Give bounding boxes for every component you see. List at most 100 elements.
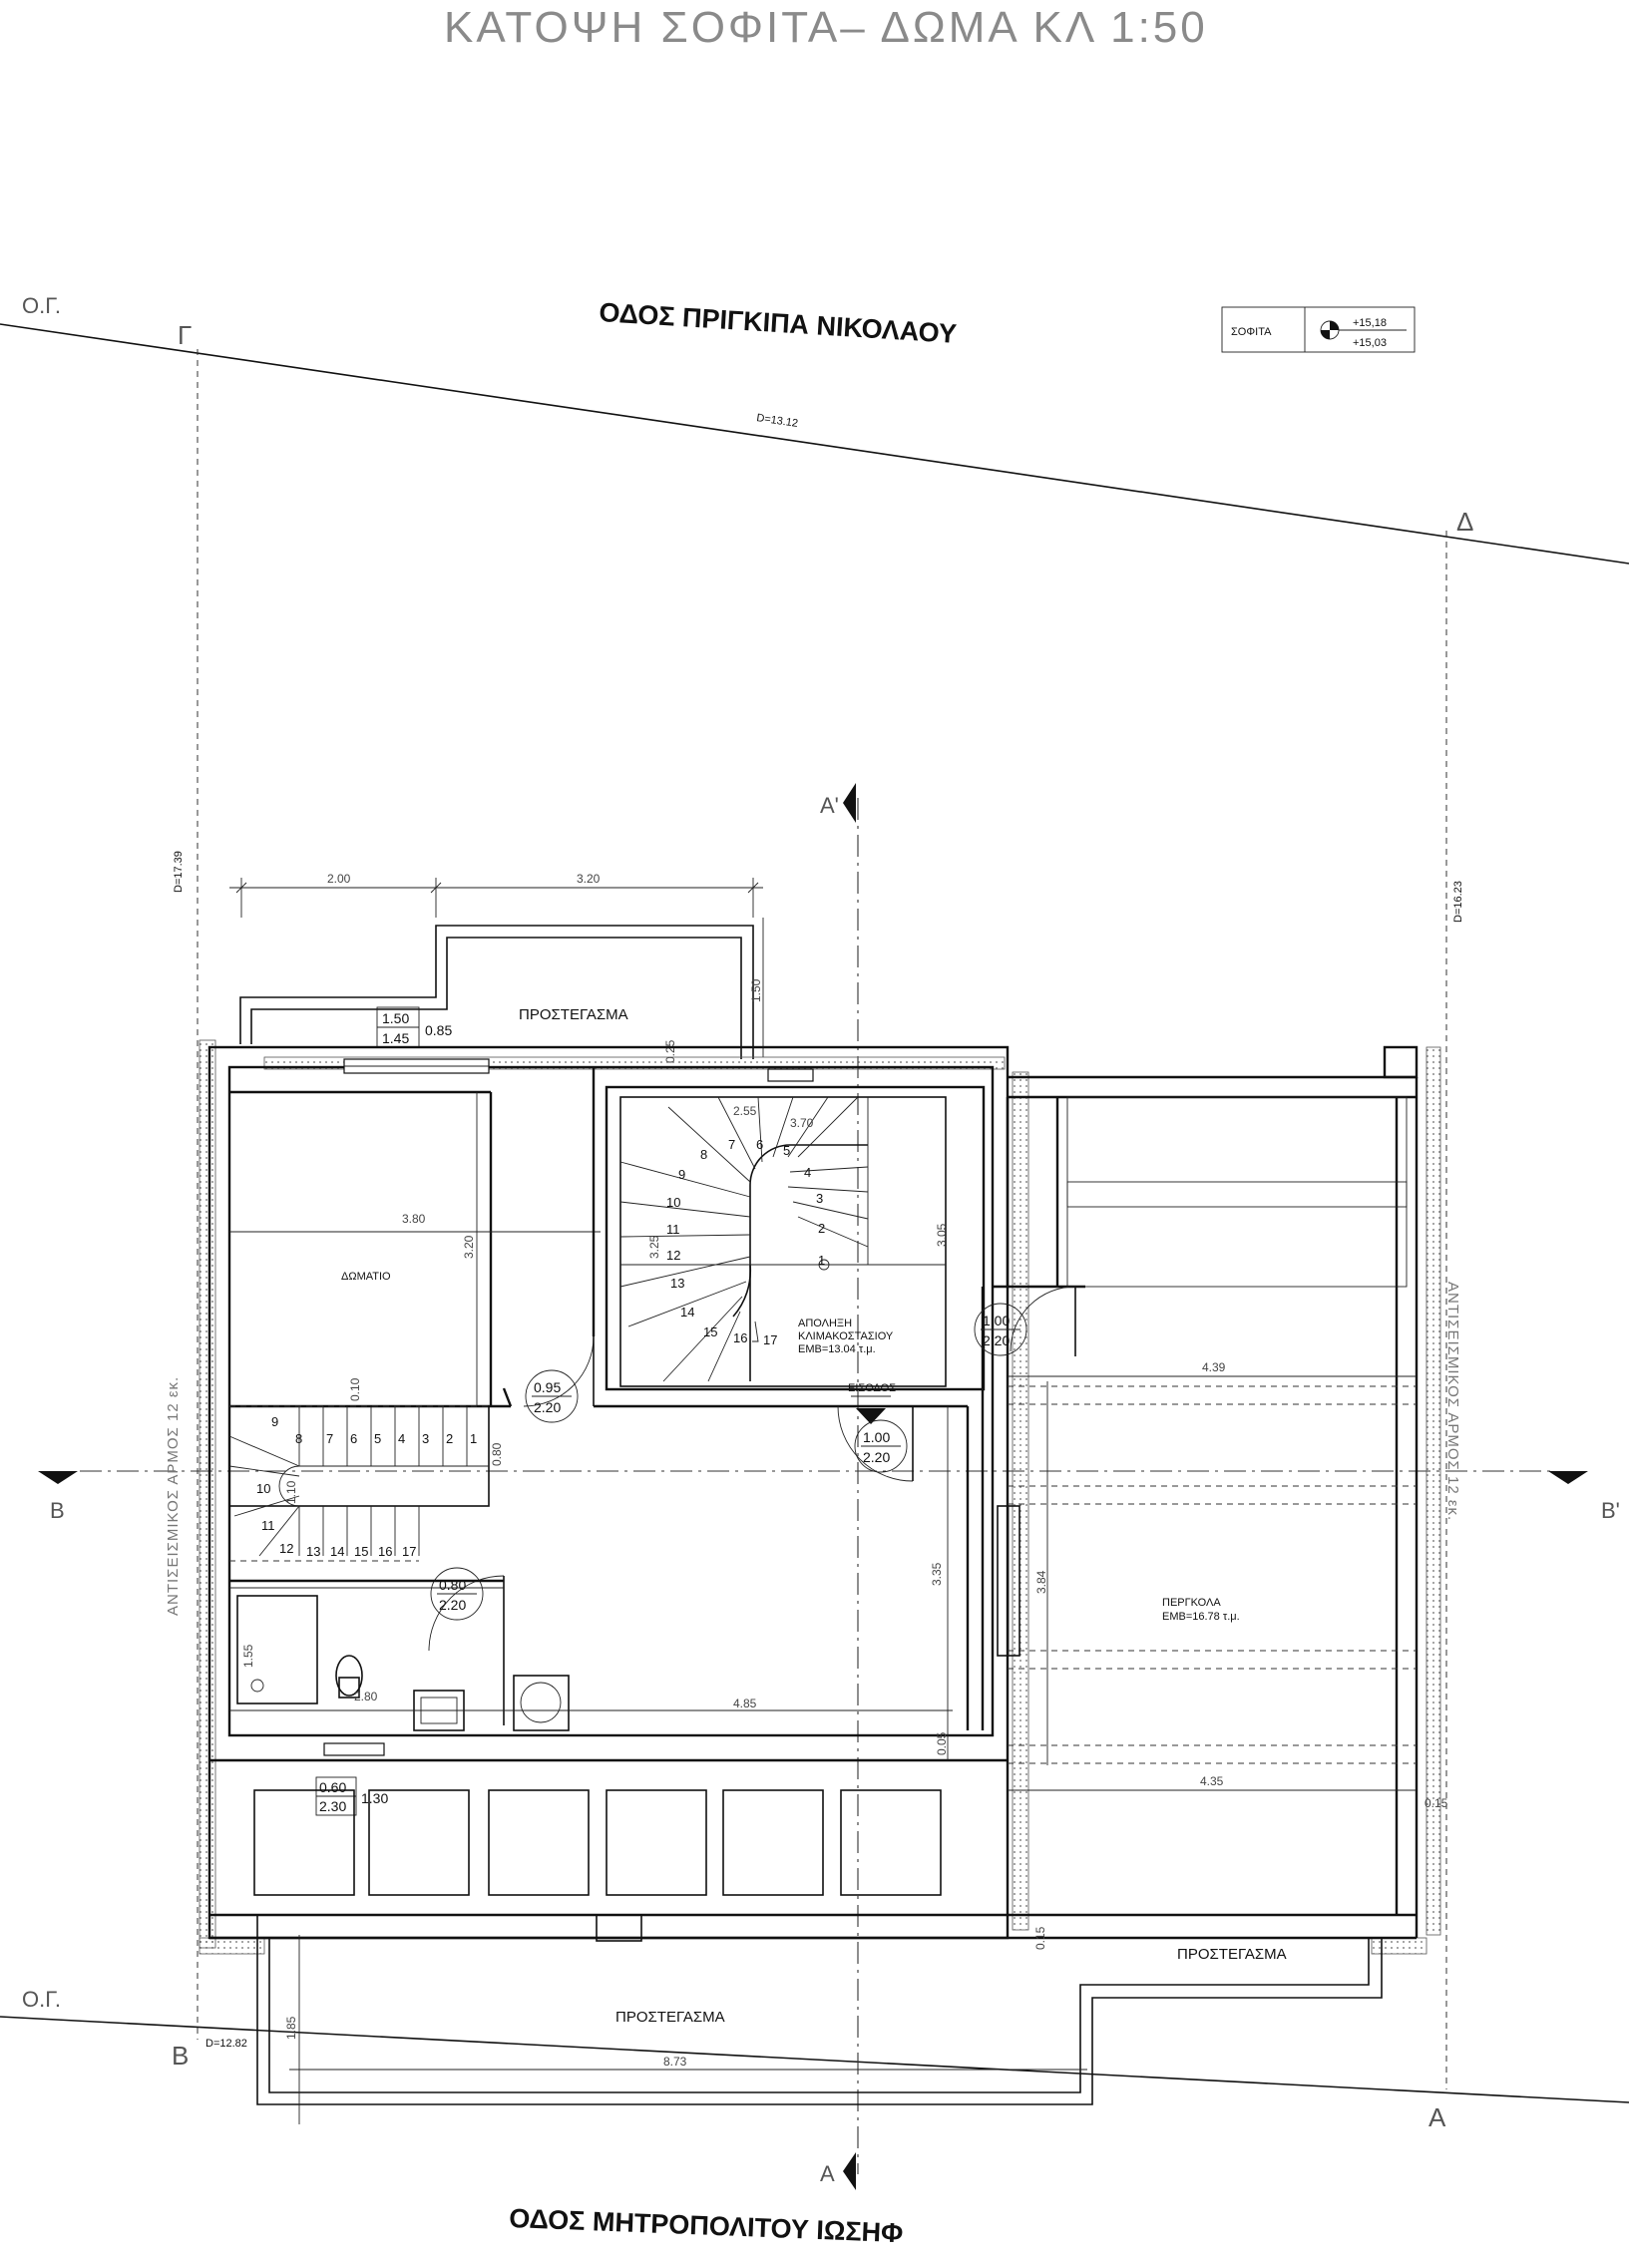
window-top-width: 1.50 [382,1010,409,1026]
small-step-3: 3 [422,1431,429,1446]
street-south: ΟΔΟΣ ΜΗΤΡΟΠΟΛΙΤΟΥ ΙΩΣΗΦ [509,2203,904,2248]
door-1-width: 0.95 [534,1379,561,1395]
window-stair [767,1068,814,1082]
stair-step-11: 11 [666,1222,680,1237]
section-label-a-bottom: Α [820,2161,835,2186]
window-bottom-height: 2.30 [319,1798,346,1814]
stair-width-2: 3.70 [790,1116,814,1130]
section-arrow-b-right [1548,1471,1588,1484]
window-tag-bottom [315,1776,357,1816]
building-line-south [0,2016,1629,2103]
section-arrow-a-bottom [843,2152,856,2190]
stair-step-12: 12 [666,1248,680,1263]
door-4-height: 2.20 [439,1597,466,1613]
door-tag-1 [525,1369,579,1423]
dim-hall-h: 3.35 [930,1562,944,1586]
stair-label-1: ΑΠΟΛΗΞΗ [798,1318,852,1329]
stair-width-1: 2.55 [733,1104,757,1118]
small-step-1: 1 [470,1431,477,1446]
section-arrow-a-top [843,783,856,823]
dim-canopy-s-w: 8.73 [663,2055,687,2069]
window-top-height: 1.45 [382,1030,409,1046]
level-box [1221,306,1416,353]
dim-room-h: 3.20 [462,1235,476,1259]
canopy-south-label: ΠΡΟΣΤΕΓΑΣΜΑ [615,2009,725,2026]
small-step-17: 17 [402,1544,416,1559]
entrance-marker [851,1395,891,1424]
stair-step-10: 10 [666,1195,680,1210]
door-3-width: 1.00 [863,1429,890,1445]
stair-step-4: 4 [804,1165,811,1180]
door-tag-4 [430,1567,484,1621]
small-step-10: 10 [256,1481,270,1496]
corner-alpha: Α [1428,2102,1446,2132]
stair-step-5: 5 [783,1143,790,1158]
stair-step-3: 3 [816,1191,823,1206]
corner-delta: Δ [1456,507,1473,537]
pergola [997,1096,1417,1791]
stair-step-9: 9 [678,1167,685,1182]
stair-step-8: 8 [700,1147,707,1162]
small-step-9: 9 [271,1414,278,1429]
dim-015-a: 0.15 [1425,1796,1448,1810]
door-swings [428,1286,1076,1725]
building-line-label-south: Ο.Γ. [22,1987,61,2012]
small-step-14: 14 [330,1544,344,1559]
stair-step-17: 17 [763,1332,777,1347]
door-3-height: 2.20 [863,1449,890,1465]
window-bottom [323,1742,385,1756]
stair-step-1: 1 [818,1253,825,1268]
stair-step-14: 14 [680,1305,694,1320]
dim-canopy-s-h: 1.85 [284,2016,298,2040]
canopy-southeast-label: ΠΡΟΣΤΕΓΑΣΜΑ [1177,1946,1287,1963]
stair-height-1: 3.25 [647,1235,661,1259]
top-dimension-line [229,878,764,1057]
canopy-top-label: ΠΡΟΣΤΕΓΑΣΜΑ [519,1006,628,1023]
dim-top-a: 2.00 [327,872,351,886]
level-lower: +15,03 [1353,337,1387,349]
dim-015-b: 0.15 [1033,1926,1047,1950]
section-label-b-left: Β [50,1498,65,1523]
corner-gamma: Γ [178,320,192,350]
window-bottom-sill: 1.30 [361,1790,388,1806]
pergola-label-1: ΠΕΡΓΚΟΛΑ [1162,1597,1221,1609]
panel-row [253,1789,942,1896]
drawing-title: ΚΑΤΟΨΗ ΣΟΦΙΤΑ– ΔΩΜΑ ΚΛ 1:50 [444,3,1208,52]
dim-perg-w1: 4.39 [1202,1360,1226,1374]
corner-beta: Β [172,2041,189,2071]
door-4-width: 0.80 [439,1577,466,1593]
dim-canopy-depth: 1.50 [749,978,763,1002]
stair-step-6: 6 [756,1137,763,1152]
door-tag-3 [854,1419,908,1473]
small-step-13: 13 [306,1544,320,1559]
stair-step-2: 2 [818,1221,825,1236]
bathroom [229,1579,570,1731]
building-line-north [0,323,1629,565]
small-step-8: 8 [295,1431,302,1446]
dim-wc-h: 1.55 [241,1644,255,1668]
small-step-6: 6 [350,1431,357,1446]
staircase-main [605,1085,986,1391]
level-label: ΣΟΦΙΤΑ [1231,326,1272,338]
window-top-sill: 0.85 [425,1022,452,1038]
room-domatio [229,1090,601,1408]
plot-dim-west: D=17.39 [173,851,185,893]
stair-step-16: 16 [733,1330,747,1345]
stair-height-2: 3.05 [935,1223,949,1247]
dim-perg-w2: 4.35 [1200,1774,1224,1788]
small-step-4: 4 [398,1431,405,1446]
dim-110: 1.10 [284,1480,298,1504]
plot-dim-south: D=12.82 [205,2038,247,2050]
staircase-secondary [228,1405,490,1562]
building-line-label-north: Ο.Γ. [22,293,61,318]
small-step-12: 12 [279,1541,293,1556]
room-domatio-label: ΔΩΜΑΤΙΟ [341,1271,391,1283]
section-arrow-b-left [38,1471,78,1484]
dim-room-w: 3.80 [402,1212,426,1226]
small-step-5: 5 [374,1431,381,1446]
stair-label-3: ΕΜΒ=13.04 τ.μ. [798,1343,876,1355]
stair-step-7: 7 [728,1137,735,1152]
section-label-b-right: Β' [1601,1498,1620,1523]
window-top [343,1058,490,1074]
